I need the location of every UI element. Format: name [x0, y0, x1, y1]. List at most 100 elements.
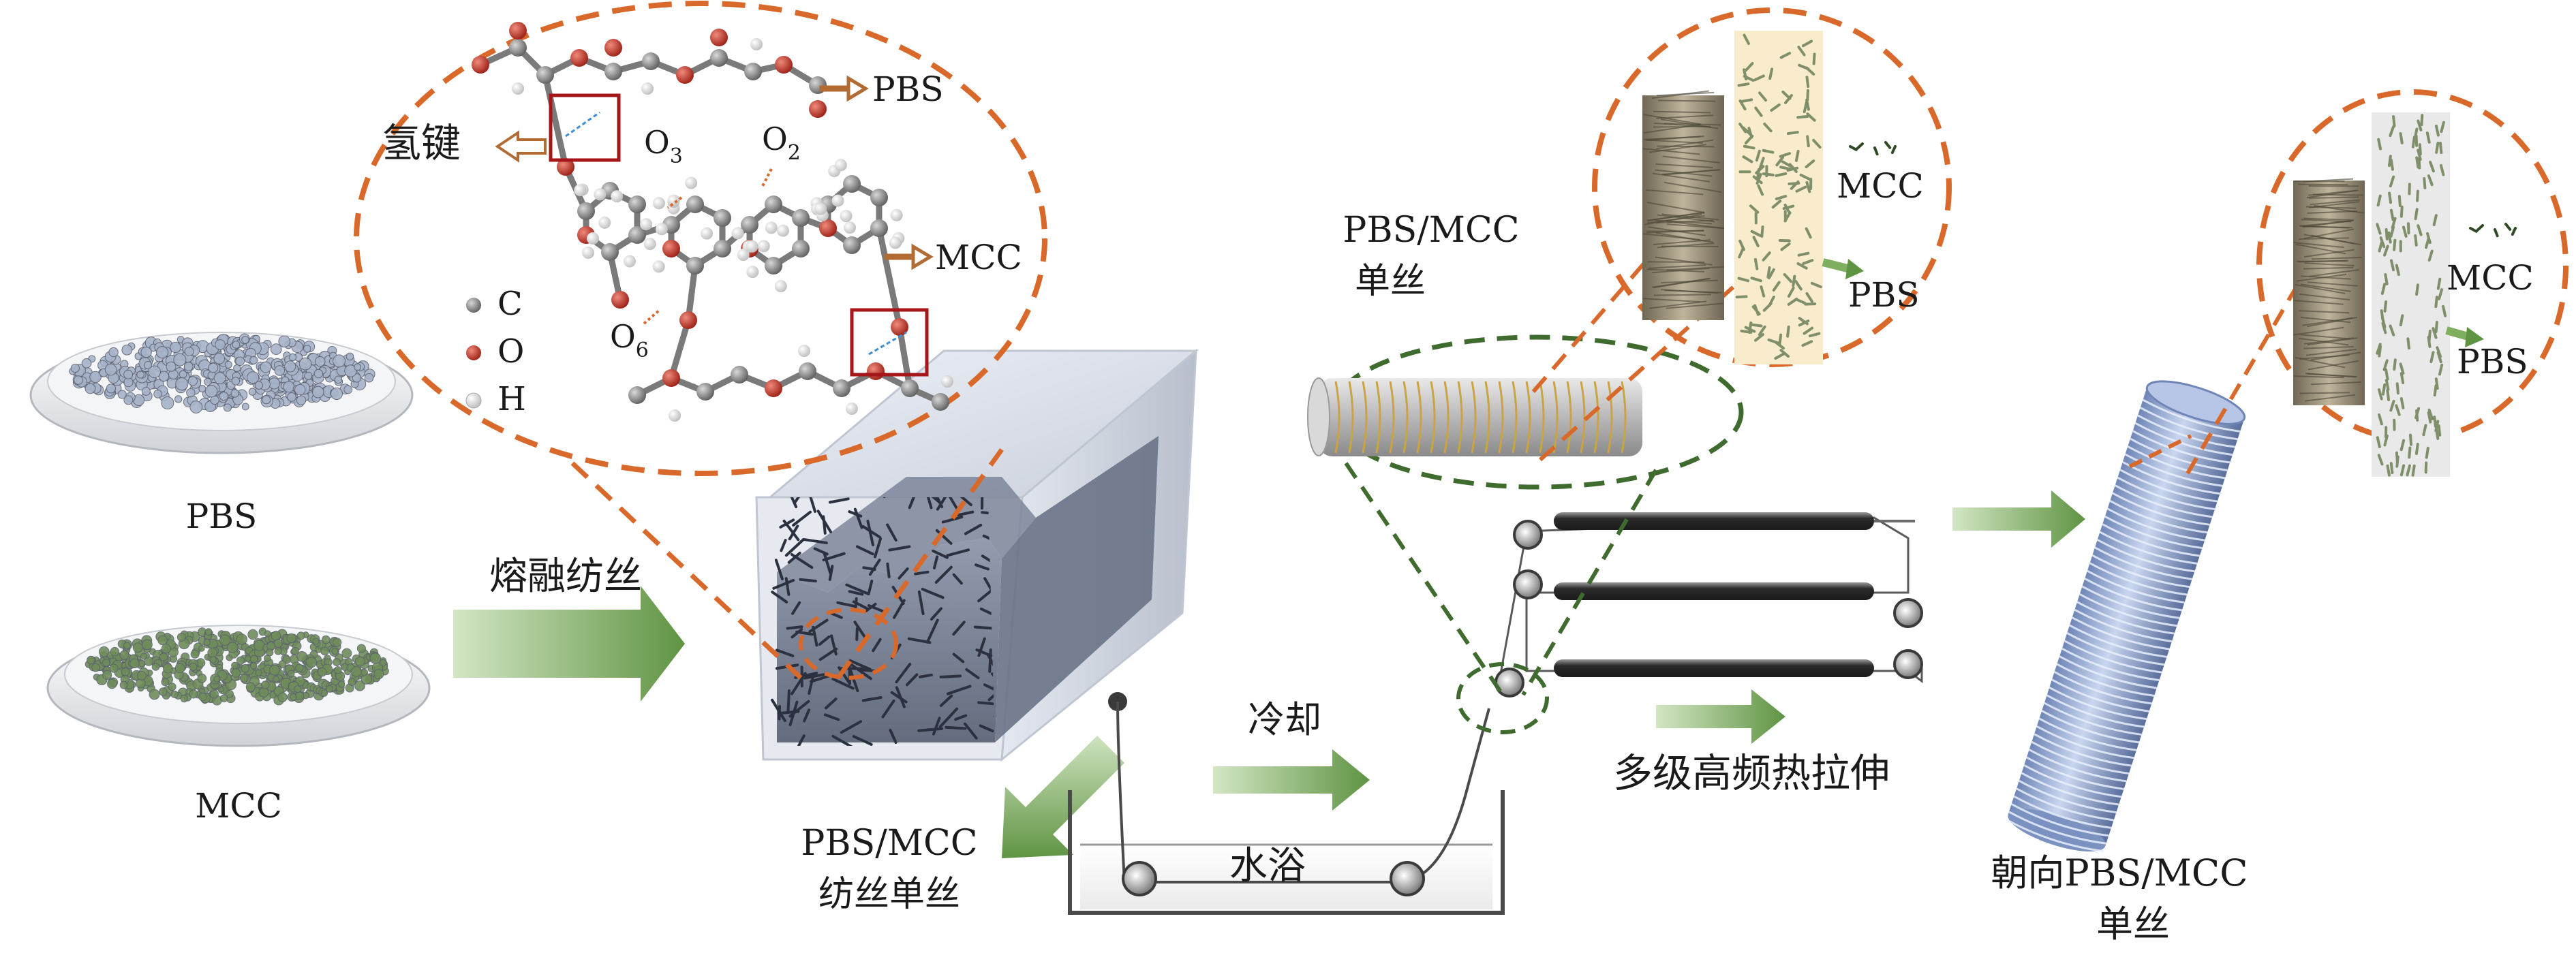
pellet [231, 377, 241, 386]
filament-ring [1593, 381, 1599, 454]
hydrogen-atom [611, 190, 624, 203]
mcc-particle [1803, 326, 1814, 335]
pellet [102, 659, 110, 667]
fiber-texture [2295, 356, 2346, 369]
pellet [197, 674, 207, 683]
mcc-particle [2393, 238, 2397, 251]
mcc-particle [1087, 706, 1099, 717]
pellet [278, 335, 291, 347]
pellet [213, 372, 226, 385]
oxygen-atom [867, 362, 885, 380]
pellet [320, 646, 329, 656]
mcc-particle [936, 497, 951, 511]
pellet [379, 659, 387, 667]
pellet [262, 395, 271, 405]
hbond-line-1 [565, 111, 600, 138]
oriented-ring [2010, 803, 2109, 837]
mcc-particle [1805, 159, 1815, 169]
pellet [177, 632, 186, 642]
mcc-particle [848, 659, 872, 671]
mcc-particle [908, 497, 920, 510]
hydrogen-atom [652, 197, 665, 210]
mcc-particle [1738, 99, 1747, 111]
monofilament-top-label-2: 单丝 [1355, 261, 1426, 302]
mcc-particle [2436, 346, 2442, 358]
mcc-particle [895, 686, 906, 708]
mcc-particle [772, 578, 795, 590]
fiber-texture [1653, 294, 1711, 296]
mcc-particle [2399, 132, 2404, 144]
fiber-texture [2293, 326, 2344, 336]
mcc-particle [868, 580, 874, 594]
mcc-particle [1805, 227, 1812, 239]
mcc-particle [2425, 131, 2431, 144]
mcc-particle [1812, 138, 1822, 149]
filament-ring [1580, 381, 1586, 454]
mcc-particle [1105, 726, 1118, 736]
mcc-particle [946, 548, 970, 557]
oriented-ring [2109, 500, 2208, 534]
pellet [141, 386, 151, 396]
pellet [132, 642, 143, 653]
mcc-particle [1775, 156, 1784, 167]
mcc-particle [1794, 298, 1807, 305]
pellet [354, 363, 362, 371]
oriented-ring [2076, 601, 2175, 635]
fiber-texture [2294, 242, 2344, 249]
mcc-particle [2388, 191, 2393, 204]
mcc-particle [786, 689, 791, 713]
mcc-particle [2382, 359, 2389, 371]
oriented-ring [2056, 663, 2155, 697]
oxygen-atom [679, 311, 697, 329]
pellet [223, 403, 232, 412]
mcc-particle [2435, 142, 2440, 154]
monofilament-top-label: PBS/MCC [1343, 210, 1519, 251]
mcc-particle [946, 685, 972, 695]
mcc-particle [1775, 195, 1788, 201]
mcc-particle [850, 663, 872, 680]
mcc-particle [881, 700, 895, 719]
oriented-ring [2038, 717, 2137, 751]
pellet [119, 680, 128, 689]
mcc-particle [939, 694, 953, 707]
pellet [296, 395, 307, 405]
oriented-ring [2059, 655, 2157, 689]
filament-ring [1457, 381, 1463, 454]
mcc-particle [803, 673, 825, 680]
mcc-particle [1753, 257, 1759, 270]
mcc-particle [823, 552, 832, 575]
mcc-particle [1798, 63, 1810, 70]
bath-roller-left [1122, 861, 1157, 896]
hydrogen-atom [746, 266, 759, 279]
mcc-particle [1762, 148, 1775, 154]
mcc-particle [797, 734, 806, 746]
mcc-particle [2438, 288, 2444, 300]
draw-roller-4 [1893, 598, 1923, 628]
pellet [348, 678, 356, 687]
bond [668, 317, 692, 381]
fiber-texture [1649, 300, 1707, 309]
mcc-particle [1753, 304, 1760, 316]
hydrogen-atom [840, 210, 853, 223]
mcc-powder [85, 627, 389, 706]
mcc-particle [1744, 326, 1756, 333]
pellet [189, 401, 203, 413]
mcc-particle [1802, 259, 1814, 265]
mcc-particle [2423, 176, 2427, 189]
fiber-texture [1649, 264, 1706, 269]
hydrogen-atom [814, 202, 827, 215]
fiber-texture [2295, 243, 2346, 255]
cooling-arrow [1213, 749, 1370, 811]
pellet [284, 360, 296, 373]
hydrogen-atom [655, 223, 668, 236]
mcc-particle [840, 720, 863, 734]
pellet [241, 336, 249, 344]
pellet [161, 644, 171, 654]
pellet [213, 352, 226, 364]
pellet [208, 362, 219, 373]
draw-roller-1 [1513, 520, 1543, 550]
oriented-ring [2051, 678, 2149, 713]
oriented-ring [2117, 476, 2215, 510]
mcc-particle [1788, 182, 1800, 185]
